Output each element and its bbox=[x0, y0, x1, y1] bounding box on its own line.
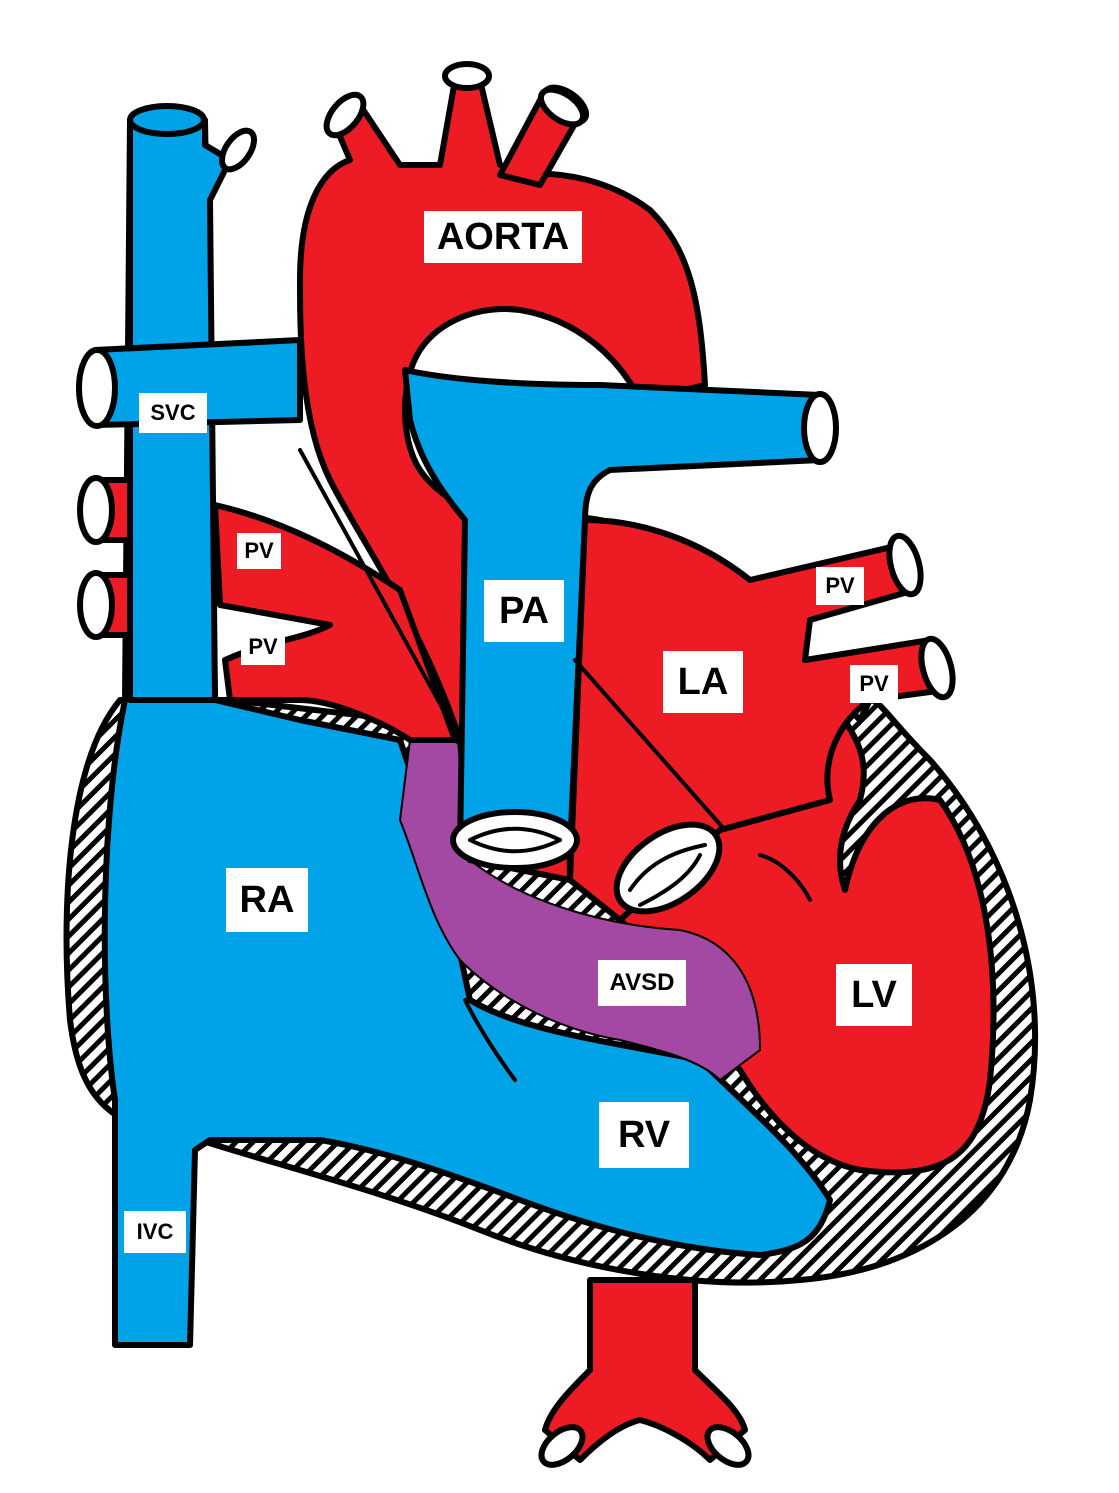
pv-left-upper-opening bbox=[77, 475, 115, 545]
label-pa: PA bbox=[484, 580, 564, 642]
svc-branch-opening bbox=[219, 127, 257, 173]
pulmonary-valve bbox=[450, 809, 580, 871]
aorta-branch-opening-1 bbox=[323, 91, 367, 139]
pa-left-opening bbox=[76, 347, 118, 429]
pa-right-opening bbox=[801, 391, 839, 465]
pulmonary-artery bbox=[402, 367, 823, 853]
label-aorta: AORTA bbox=[424, 211, 582, 263]
pulmonary-valve-cusps bbox=[468, 826, 562, 854]
descending-aorta bbox=[542, 1277, 748, 1463]
aorta bbox=[297, 77, 708, 883]
right-atrium-ventricle bbox=[101, 117, 833, 1348]
label-ra: RA bbox=[226, 868, 308, 932]
label-lv: LV bbox=[836, 964, 912, 1026]
aorta-branch-opening-right bbox=[704, 1424, 752, 1468]
valve-leaflet-rv bbox=[463, 998, 517, 1082]
label-la: LA bbox=[663, 651, 743, 713]
label-pv-left-upper: PV bbox=[237, 533, 281, 569]
label-pv-right-lower: PV bbox=[850, 665, 898, 703]
septum-line-2 bbox=[573, 658, 727, 832]
left-atrium bbox=[567, 517, 948, 923]
label-ivc: IVC bbox=[124, 1211, 186, 1253]
pv-right-lower-opening bbox=[918, 635, 956, 701]
svc-top-opening bbox=[127, 103, 207, 137]
valve-leaflet-lv bbox=[758, 853, 812, 902]
aorta-branch-opening-3b bbox=[537, 86, 587, 128]
label-pv-right-upper: PV bbox=[816, 567, 864, 605]
septum-line-1 bbox=[298, 448, 462, 742]
aortic-valve-cusps bbox=[628, 843, 707, 907]
aorta-branch-opening-2 bbox=[442, 61, 492, 91]
pv-left-lower-opening bbox=[77, 570, 115, 640]
label-avsd: AVSD bbox=[598, 960, 686, 1006]
aorta-branch-opening-left bbox=[538, 1424, 586, 1468]
pv-right-upper-opening bbox=[886, 532, 924, 598]
label-rv: RV bbox=[599, 1102, 689, 1168]
label-pv-left-lower: PV bbox=[241, 629, 285, 665]
label-svc: SVC bbox=[139, 393, 207, 433]
